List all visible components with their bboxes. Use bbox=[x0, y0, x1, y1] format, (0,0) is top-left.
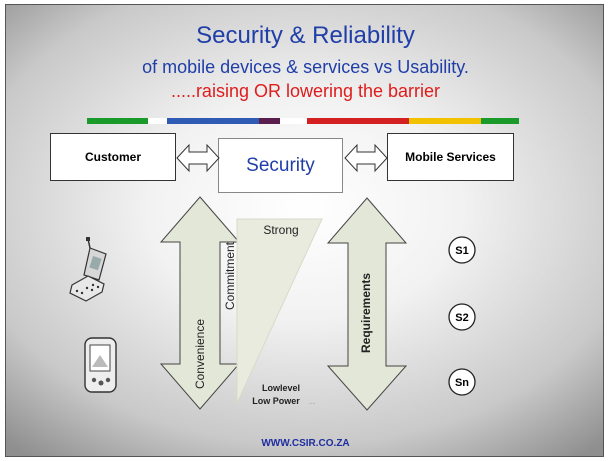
slide-subtitle: of mobile devices & services vs Usabilit… bbox=[142, 57, 469, 77]
slide-tagline: .....raising OR lowering the barrier bbox=[170, 81, 441, 101]
strength-triangle bbox=[236, 218, 323, 404]
service-s1: S1 bbox=[448, 236, 476, 264]
low-power-label: Low Power bbox=[252, 396, 300, 406]
low-power-suffix: .... bbox=[309, 400, 316, 406]
color-bar-segment bbox=[306, 118, 410, 124]
strong-label: Strong bbox=[263, 223, 298, 237]
footer-url: WWW.CSIR.CO.ZA bbox=[261, 438, 350, 449]
convenience-label: Convenience bbox=[193, 319, 207, 389]
color-bar-segment bbox=[280, 118, 307, 124]
color-bar-segment bbox=[259, 118, 281, 124]
service-sn: Sn bbox=[448, 368, 476, 396]
color-bar bbox=[87, 118, 519, 124]
customer-box: Customer bbox=[50, 133, 176, 181]
color-bar-segment bbox=[147, 118, 167, 124]
lowlevel-label: Lowlevel bbox=[262, 383, 300, 393]
security-box: Security bbox=[218, 138, 343, 193]
customer-security-arrow bbox=[176, 143, 220, 173]
service-s2: S2 bbox=[448, 303, 476, 331]
diagram-canvas: Commitment Convenience Requirements Stro… bbox=[69, 196, 476, 411]
commitment-label: Commitment bbox=[223, 241, 237, 310]
slide-title: Security & Reliability bbox=[196, 22, 415, 49]
requirements-label: Requirements bbox=[359, 273, 373, 353]
flip-phone-icon bbox=[69, 237, 107, 302]
svg-text:S1: S1 bbox=[455, 245, 468, 257]
slide: Security & Reliability of mobile devices… bbox=[5, 4, 604, 457]
pda-icon bbox=[84, 337, 117, 393]
requirements-arrow bbox=[326, 197, 408, 411]
color-bar-segment bbox=[87, 118, 148, 124]
mobile-services-box: Mobile Services bbox=[387, 133, 514, 181]
svg-text:Sn: Sn bbox=[455, 377, 469, 389]
svg-text:S2: S2 bbox=[455, 312, 468, 324]
commitment-convenience-arrow bbox=[159, 196, 241, 410]
security-services-arrow bbox=[344, 143, 388, 173]
color-bar-segment bbox=[166, 118, 260, 124]
color-bar-segment bbox=[409, 118, 482, 124]
color-bar-segment bbox=[481, 118, 519, 124]
